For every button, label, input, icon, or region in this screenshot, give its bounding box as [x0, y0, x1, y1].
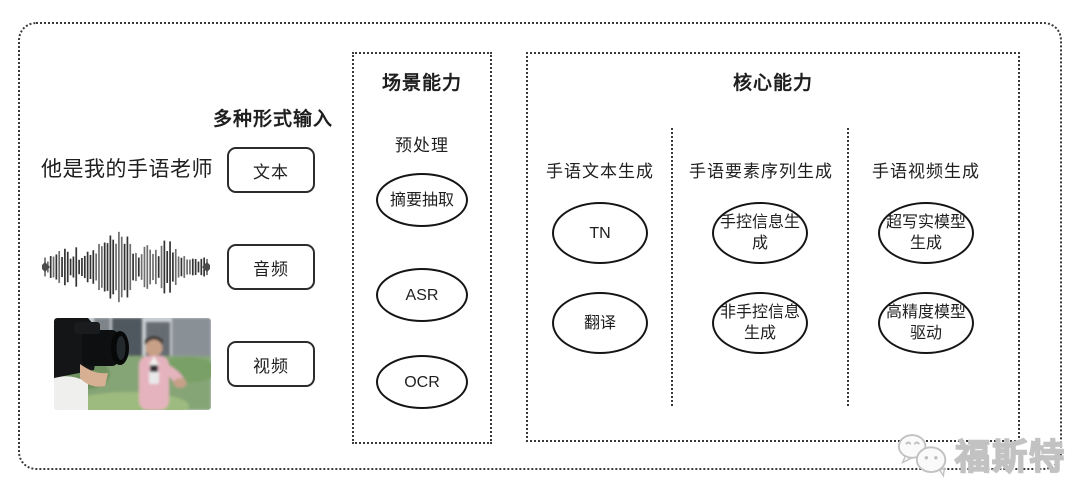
watermark-text: 福斯特	[954, 437, 1066, 478]
node-label: ASR	[405, 286, 439, 304]
scene-box-title: 场景能力	[381, 73, 462, 94]
node-label: 超写实模型生成	[885, 214, 966, 252]
node-label: 摘要抽取	[389, 191, 454, 209]
node-hyperrealistic-model-generation: 超写实模型生成	[878, 202, 974, 264]
input-type-audio: 音频	[227, 244, 315, 290]
input-type-video: 视频	[227, 341, 315, 387]
wechat-bubbles-icon	[897, 434, 947, 478]
input-type-text: 文本	[227, 147, 315, 193]
core-box-title: 核心能力	[732, 73, 813, 94]
sample-text-sentence: 他是我的手语老师	[41, 158, 213, 181]
node-asr: ASR	[376, 268, 468, 322]
core-capability-box: 核心能力	[526, 52, 1020, 442]
node-manual-info-generation: 手控信息生成	[712, 202, 808, 264]
audio-waveform-icon	[40, 231, 212, 303]
node-tn: TN	[552, 202, 648, 264]
preprocess-label: 预处理	[395, 136, 449, 155]
node-label: OCR	[404, 373, 440, 391]
input-type-audio-label: 音频	[253, 259, 289, 279]
outer-dotted-frame	[18, 22, 1062, 470]
node-non-manual-info-generation: 非手控信息生成	[712, 292, 808, 354]
node-summary-extraction: 摘要抽取	[376, 173, 468, 227]
column-title-sign-element-sequence-generation: 手语要素序列生成	[689, 162, 833, 181]
input-type-text-label: 文本	[253, 162, 289, 182]
input-type-video-label: 视频	[253, 356, 289, 376]
input-section-heading: 多种形式输入	[212, 109, 333, 130]
watermark: 福斯特	[896, 426, 1066, 482]
video-thumbnail	[54, 318, 211, 410]
column-title-sign-video-generation: 手语视频生成	[872, 162, 980, 181]
column-title-sign-text-generation: 手语文本生成	[546, 162, 654, 181]
column-divider-2	[847, 128, 849, 406]
node-label: 翻译	[583, 314, 616, 332]
node-label: 高精度模型驱动	[885, 304, 966, 342]
column-divider-1	[671, 128, 673, 406]
node-high-precision-model-driving: 高精度模型驱动	[878, 292, 974, 354]
node-label: TN	[589, 224, 611, 242]
scene-capability-box: 场景能力 预处理	[352, 52, 492, 444]
node-ocr: OCR	[376, 355, 468, 409]
node-translation: 翻译	[552, 292, 648, 354]
node-label: 非手控信息生成	[719, 304, 800, 342]
node-label: 手控信息生成	[719, 214, 800, 252]
